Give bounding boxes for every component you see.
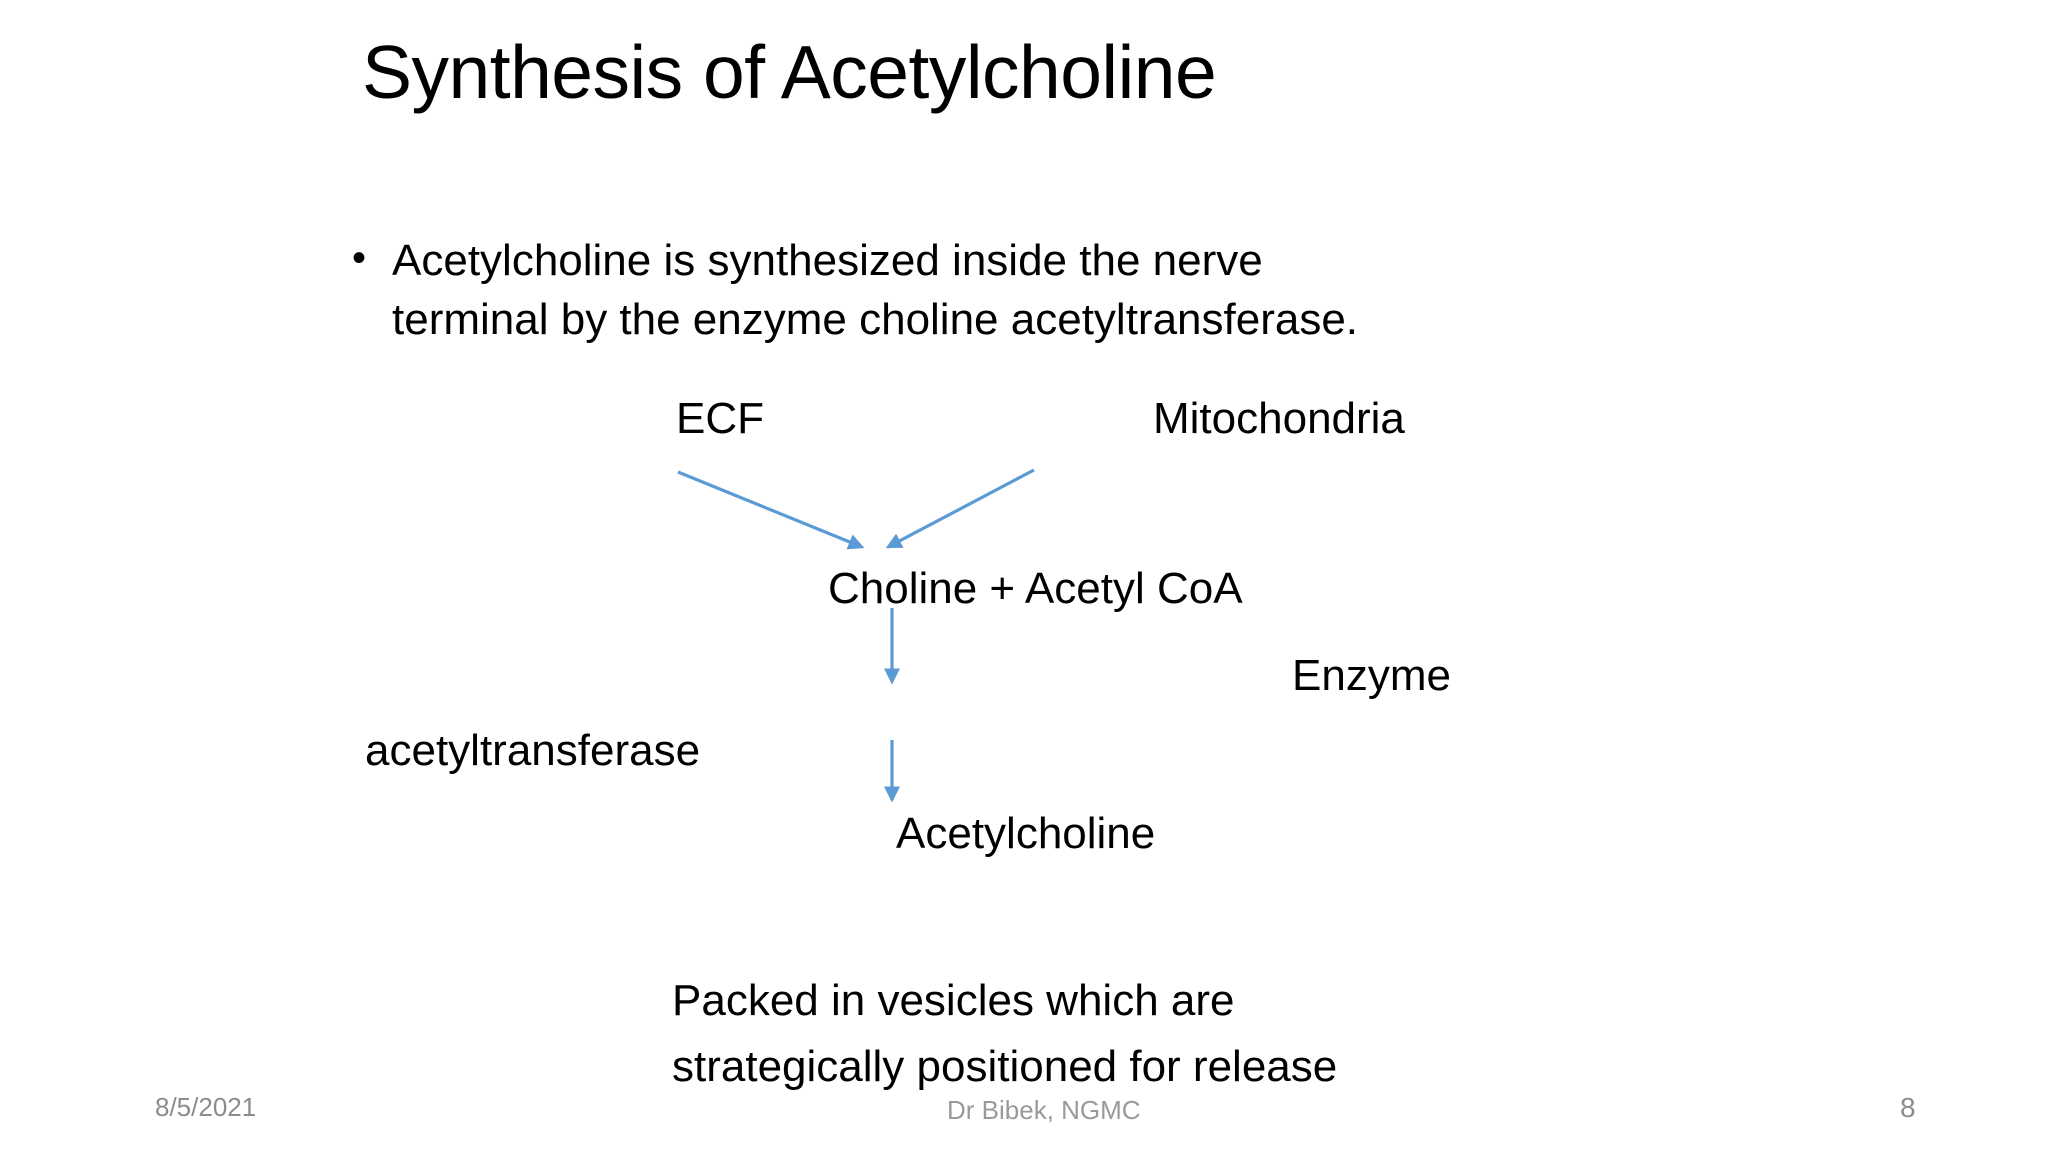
bullet-line-2: terminal by the enzyme choline acetyltra…: [392, 294, 1359, 344]
diagram-label-acetyltransferase: acetyltransferase: [365, 726, 701, 775]
diagram-label-ecf: ECF: [676, 394, 764, 443]
bullet-marker-icon: •: [352, 236, 367, 280]
diagram-label-acetylcholine: Acetylcholine: [896, 809, 1156, 858]
bottom-line-1: Packed in vesicles which are: [672, 976, 1235, 1025]
diagram-label-choline-acetyl-coa: Choline + Acetyl CoA: [828, 564, 1243, 613]
page-title: Synthesis of Acetylcholine: [362, 30, 1217, 114]
diagram-label-enzyme: Enzyme: [1292, 651, 1451, 700]
bottom-line-2: strategically positioned for release: [672, 1042, 1338, 1091]
footer-page-number: 8: [1900, 1092, 1916, 1123]
footer-date: 8/5/2021: [155, 1092, 257, 1122]
bullet-text: Acetylcholine is synthesized inside the …: [392, 232, 1662, 349]
list-item: • Acetylcholine is synthesized inside th…: [352, 232, 1662, 349]
footer-author: Dr Bibek, NGMC: [947, 1095, 1141, 1125]
arrow-mitochondria-to-choline: [885, 468, 1035, 549]
diagram-label-mitochondria: Mitochondria: [1153, 394, 1405, 443]
bottom-paragraph: Packed in vesicles which are strategical…: [672, 968, 1672, 1100]
bullet-list: • Acetylcholine is synthesized inside th…: [352, 232, 1662, 349]
arrow-ecf-to-choline: [677, 470, 865, 550]
bullet-line-1: Acetylcholine is synthesized inside the …: [392, 236, 1263, 285]
